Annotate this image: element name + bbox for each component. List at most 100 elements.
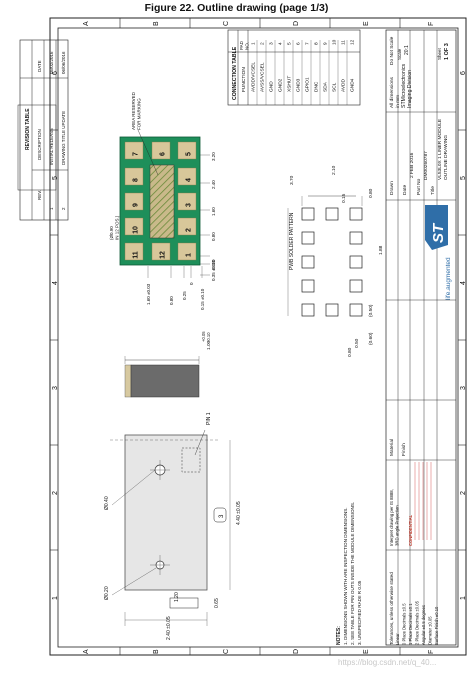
- module-top-body: [124, 434, 208, 591]
- svg-text:-0.10: -0.10: [206, 332, 211, 342]
- border-number-left: 4: [52, 281, 59, 285]
- solder-pad: [325, 207, 339, 221]
- side-dim: 1.00: [206, 340, 212, 350]
- pad-label: 7: [133, 152, 140, 156]
- revision-header-date: DATE: [37, 60, 42, 72]
- svg-text:3: 3: [186, 203, 193, 207]
- connection-cell-function: GPIO1: [305, 77, 311, 92]
- connection-cell-pad: 12: [350, 39, 356, 45]
- solder-pad: [301, 303, 315, 317]
- svg-text:(0.60): (0.60): [368, 332, 374, 345]
- connection-table-title: CONNECTION TABLE: [232, 46, 238, 100]
- svg-text:0: 0: [189, 282, 194, 285]
- svg-text:1. DIMENSIONS SHOWN WITH: 1. DIMENSIONS SHOWN WITH ARE INSPECTION …: [343, 507, 348, 645]
- svg-text:DM00260787: DM00260787: [423, 151, 429, 180]
- svg-text:2 FEB 2016: 2 FEB 2016: [409, 152, 415, 178]
- confidential-label: CONFIDENTIAL: [408, 514, 413, 546]
- svg-text:6: 6: [296, 42, 302, 45]
- pad-label: 11: [133, 251, 140, 259]
- border-number-right: 1: [460, 596, 467, 600]
- connection-cell-function: AVSS/VCSEL: [260, 62, 266, 92]
- svg-text:PWB SOLDER PATTERN: PWB SOLDER PATTERN: [289, 212, 295, 270]
- svg-text:0.80: 0.80: [347, 347, 353, 357]
- svg-text:4.40 ±0.05: 4.40 ±0.05: [236, 501, 242, 525]
- svg-text:XSHUT: XSHUT: [287, 76, 293, 92]
- note-line: 2. SEE TABLE FOR PIN OUTS INSIDE THE MOD…: [350, 502, 355, 645]
- svg-text:6: 6: [52, 71, 59, 75]
- revision-cell: DRAWING TITLE UPDATE: [61, 111, 66, 165]
- side-body: [130, 364, 200, 398]
- connection-cell-pad: 10: [332, 39, 338, 45]
- connection-cell-function: GND2: [278, 78, 284, 92]
- revision-header-rev: REV.: [37, 190, 42, 200]
- border-letter-bottom: F: [428, 650, 435, 654]
- svg-text:NOTES:: NOTES:: [336, 626, 342, 645]
- svg-text:06/06/2016: 06/06/2016: [61, 51, 66, 74]
- svg-text:3: 3: [269, 42, 275, 45]
- svg-text:AREA RESERVED: AREA RESERVED: [131, 91, 136, 130]
- svg-text:F: F: [428, 650, 435, 654]
- svg-text:DNC: DNC: [314, 81, 320, 92]
- svg-text:Title: Title: [430, 186, 436, 195]
- tolerance-line: 2 Place Decimals ±0.05: [415, 600, 420, 645]
- svg-text:3RD angle Projection: 3RD angle Projection: [394, 505, 399, 546]
- svg-text:3.20: 3.20: [211, 152, 216, 161]
- svg-text:3.70: 3.70: [289, 175, 295, 185]
- svg-text:11: 11: [341, 40, 347, 45]
- revision-cell: INITIAL RELEASE: [49, 128, 54, 165]
- tolerance-line: 1 Place Decimals ±0.1: [408, 603, 413, 645]
- pad-label: 6: [160, 152, 167, 156]
- pcb-dim: 0.80: [347, 347, 353, 357]
- svg-text:3: 3: [219, 514, 225, 518]
- border-number-left: 2: [52, 491, 59, 495]
- top-dim: 0.65: [214, 598, 220, 608]
- top-dim: 4.40 ±0.05: [236, 501, 242, 525]
- bottom-dim-bottom: 0.15 ±0.10: [200, 288, 205, 310]
- pad-label: 4: [186, 178, 193, 182]
- svg-text:1.00: 1.00: [206, 340, 212, 350]
- sheet-label: Sheet: [437, 47, 442, 60]
- bottom-dim-bottom: 0.80: [169, 296, 174, 305]
- svg-text:Do Not Scale: Do Not Scale: [389, 36, 395, 65]
- pad-7: [124, 141, 144, 160]
- border-letter-bottom: C: [223, 649, 230, 654]
- connection-cell-function: SDA: [323, 81, 329, 92]
- svg-text:AVDD: AVDD: [341, 78, 347, 92]
- bottom-dim-right: 0.08: [211, 261, 216, 270]
- finish-label: Finish: [401, 443, 407, 456]
- svg-text:SDA: SDA: [323, 81, 329, 92]
- outer-frame: [49, 17, 467, 656]
- svg-text:C: C: [223, 21, 230, 26]
- border-number-left: 5: [52, 176, 59, 180]
- svg-text:Date: Date: [402, 185, 408, 195]
- side-dim-tol: +0.05-0.10: [201, 331, 211, 342]
- svg-text:Drawn: Drawn: [389, 181, 395, 195]
- connection-cell-function: SCL: [332, 82, 338, 92]
- svg-text:D: D: [293, 21, 300, 26]
- svg-text:0.25: 0.25: [182, 291, 187, 300]
- svg-text:5: 5: [186, 152, 193, 156]
- svg-text:1: 1: [460, 596, 467, 600]
- svg-text:7: 7: [305, 42, 311, 45]
- svg-text:GND: GND: [269, 81, 275, 92]
- connection-cell-function: GND3: [296, 78, 302, 92]
- interpret-label: Interpret drawing per IS 8888,3RD angle …: [389, 489, 399, 546]
- note-line: 3. UNSPECIFIED RADII R 0.05: [357, 580, 362, 645]
- pcb-dim: 0.80: [368, 188, 374, 198]
- svg-text:4: 4: [52, 281, 59, 285]
- svg-text:E: E: [363, 649, 370, 654]
- bottom-dim-bottom: 0.25: [182, 291, 187, 300]
- connection-cell-pad: 1: [251, 42, 257, 45]
- border-letter-bottom: B: [153, 649, 160, 654]
- pad-12: [151, 242, 171, 261]
- border-letter-bottom: D: [293, 649, 300, 654]
- connection-cell-function: DNC: [314, 81, 320, 92]
- solder-pad: [325, 303, 339, 317]
- connection-cell-function: GND: [269, 81, 275, 92]
- tolerances-label: Tolerances, unless otherwise stated: [389, 572, 394, 645]
